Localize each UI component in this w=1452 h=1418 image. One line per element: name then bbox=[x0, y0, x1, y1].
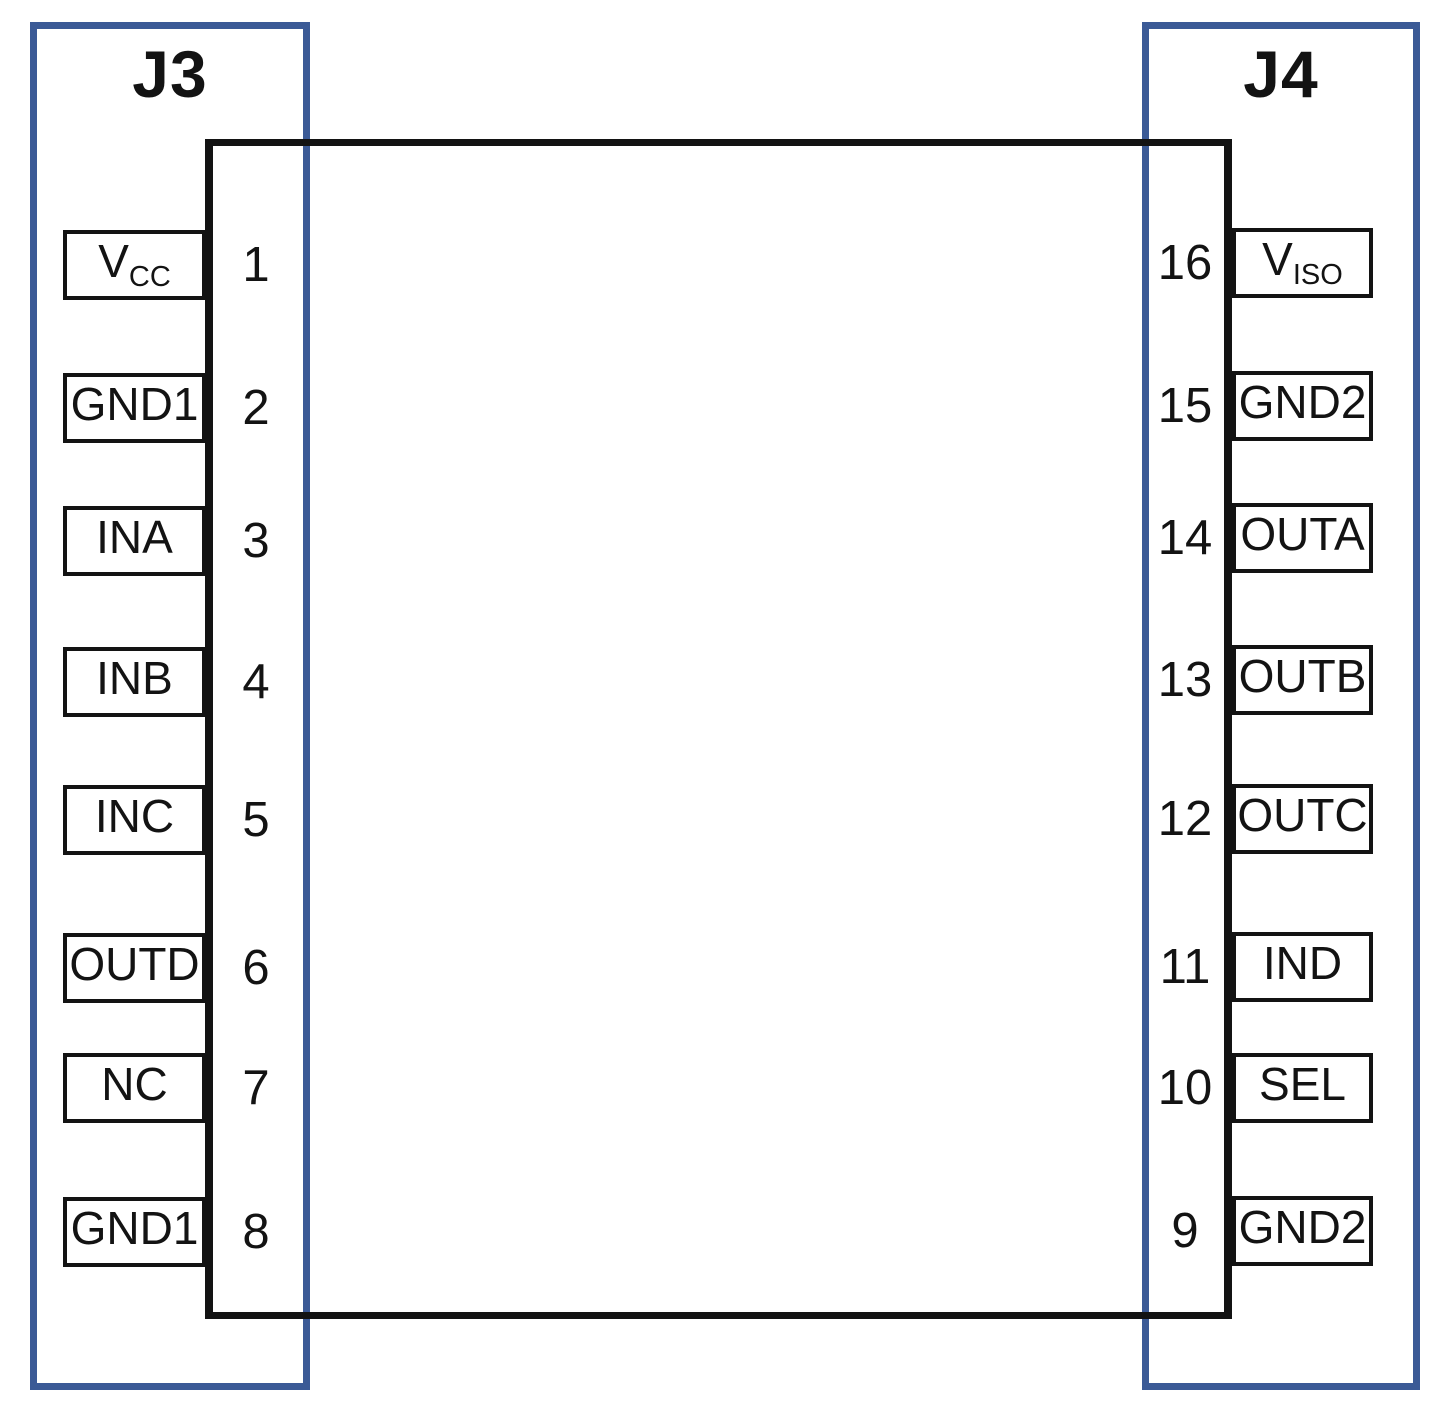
pin-6-box: OUTD bbox=[63, 933, 206, 1003]
pin-1-label: VCC bbox=[98, 235, 171, 293]
pin-15-box: GND2 bbox=[1232, 371, 1373, 441]
pin-row-10: 10 SEL bbox=[1125, 1053, 1385, 1123]
pin-row-4: INB 4 bbox=[63, 647, 423, 717]
pin-8-box: GND1 bbox=[63, 1197, 206, 1267]
pin-6-number: 6 bbox=[242, 941, 270, 995]
pin-10-number: 10 bbox=[1157, 1061, 1213, 1115]
pin-4-label: INB bbox=[96, 652, 173, 704]
pin-5-label: INC bbox=[94, 790, 175, 842]
pin-12-label: OUTC bbox=[1237, 789, 1368, 841]
pin-row-13: 13 OUTB bbox=[1125, 645, 1385, 715]
pin-2-number: 2 bbox=[242, 381, 270, 435]
pin-row-3: INA 3 bbox=[63, 506, 423, 576]
pin-5-box: INC bbox=[63, 785, 206, 855]
ic-body-outline bbox=[205, 139, 1232, 1319]
pin-row-11: 11 IND bbox=[1125, 932, 1385, 1002]
pin-12-box: OUTC bbox=[1232, 784, 1373, 854]
pin-13-box: OUTB bbox=[1232, 645, 1373, 715]
pin-15-label: GND2 bbox=[1238, 376, 1367, 428]
pin-7-box: NC bbox=[63, 1053, 206, 1123]
pin-16-number: 16 bbox=[1157, 236, 1213, 290]
pin-10-box: SEL bbox=[1232, 1053, 1373, 1123]
pin-7-number: 7 bbox=[242, 1061, 270, 1115]
pin-row-7: NC 7 bbox=[63, 1053, 423, 1123]
pin-11-number: 11 bbox=[1159, 940, 1211, 994]
pin-14-label: OUTA bbox=[1240, 508, 1365, 560]
pin-11-box: IND bbox=[1232, 932, 1373, 1002]
pin-6-label: OUTD bbox=[69, 938, 200, 990]
pin-3-number: 3 bbox=[242, 514, 270, 568]
pin-row-5: INC 5 bbox=[63, 785, 423, 855]
connector-j4-label: J4 bbox=[1243, 37, 1319, 111]
pin-3-box: INA bbox=[63, 506, 206, 576]
pin-1-number: 1 bbox=[242, 238, 270, 292]
pin-2-box: GND1 bbox=[63, 373, 206, 443]
pin-1-box: VCC bbox=[63, 230, 206, 300]
pin-4-box: INB bbox=[63, 647, 206, 717]
connector-j3-outline bbox=[30, 22, 310, 1390]
pin-16-box: VISO bbox=[1232, 228, 1373, 298]
pin-14-box: OUTA bbox=[1232, 503, 1373, 573]
pin-10-label: SEL bbox=[1259, 1058, 1346, 1110]
pin-16-label: VISO bbox=[1262, 233, 1343, 291]
pin-9-number: 9 bbox=[1171, 1204, 1199, 1258]
pin-4-number: 4 bbox=[242, 655, 270, 709]
pin-row-9: 9 GND2 bbox=[1125, 1196, 1385, 1266]
pin-row-6: OUTD 6 bbox=[63, 933, 423, 1003]
pin-14-number: 14 bbox=[1157, 511, 1213, 565]
pin-row-8: GND1 8 bbox=[63, 1197, 423, 1267]
pin-8-label: GND1 bbox=[70, 1202, 199, 1254]
pin-3-label: INA bbox=[96, 511, 173, 563]
pin-15-number: 15 bbox=[1157, 379, 1213, 433]
pin-9-box: GND2 bbox=[1232, 1196, 1373, 1266]
pin-row-16: 16 VISO bbox=[1125, 228, 1385, 298]
connector-j4-outline bbox=[1142, 22, 1420, 1390]
pin-13-number: 13 bbox=[1157, 653, 1213, 707]
pin-8-number: 8 bbox=[242, 1205, 270, 1259]
pin-row-1: VCC 1 bbox=[63, 230, 423, 300]
pin-13-label: OUTB bbox=[1238, 650, 1367, 702]
pin-5-number: 5 bbox=[242, 793, 270, 847]
pin-7-label: NC bbox=[101, 1058, 168, 1110]
pin-row-15: 15 GND2 bbox=[1125, 371, 1385, 441]
pin-row-2: GND1 2 bbox=[63, 373, 423, 443]
pin-12-number: 12 bbox=[1157, 792, 1213, 846]
pin-2-label: GND1 bbox=[70, 378, 199, 430]
pin-11-label: IND bbox=[1262, 937, 1343, 989]
pin-row-14: 14 OUTA bbox=[1125, 503, 1385, 573]
connector-j3-label: J3 bbox=[132, 37, 208, 111]
pin-row-12: 12 OUTC bbox=[1125, 784, 1385, 854]
pin-9-label: GND2 bbox=[1238, 1201, 1367, 1253]
